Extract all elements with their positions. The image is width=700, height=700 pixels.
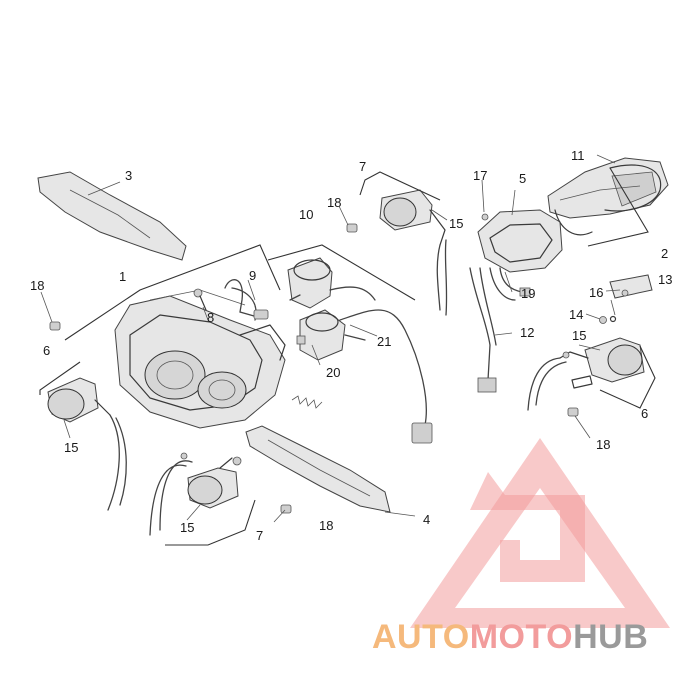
bulb-18-d: [567, 407, 579, 417]
callout-10: 10: [299, 207, 313, 222]
brand-hub: HUB: [573, 618, 648, 656]
group-bracket-7-top: [359, 171, 441, 201]
bulb-socket: [296, 309, 433, 444]
callout-18-right: 18: [596, 437, 610, 452]
watermark-logo: [410, 438, 670, 628]
turn-signal-bottom: [149, 452, 242, 536]
nut-and-washer: [599, 315, 617, 324]
callout-7-top: 7: [359, 159, 366, 174]
headlight-assembly: [114, 287, 286, 429]
bulb-18-c: [280, 504, 292, 514]
callout-14: 14: [569, 307, 583, 322]
callout-21: 21: [377, 334, 391, 349]
group-bracket-1: [64, 244, 281, 341]
tail-light-lens: [547, 157, 669, 236]
callout-5: 5: [519, 171, 526, 186]
bulb-holder-group: [287, 257, 376, 309]
callout-4: 4: [423, 512, 430, 527]
callout-17: 17: [473, 168, 487, 183]
callout-15-bottom: 15: [180, 520, 194, 535]
leader-lines: [40, 154, 621, 523]
group-bracket-7-bottom: [165, 499, 256, 546]
callout-7-bottom: 7: [256, 528, 263, 543]
callout-18-bottom: 18: [319, 518, 333, 533]
callout-3: 3: [125, 168, 132, 183]
license-plate-bracket: [609, 274, 653, 299]
callout-13: 13: [658, 272, 672, 287]
turn-signal-top: [379, 189, 448, 316]
callout-19: 19: [521, 286, 535, 301]
turn-signal-left: [47, 377, 127, 511]
brand-auto: AUTO: [372, 618, 470, 656]
callout-12: 12: [520, 325, 534, 340]
callout-18-left: 18: [30, 278, 44, 293]
svg-text:AUTOMOTOHUB: AUTOMOTOHUB: [372, 618, 648, 656]
watermark-wordmark: AUTOMOTOHUB: [372, 618, 648, 656]
cover-panel-lower: [245, 425, 391, 513]
spring: [291, 395, 323, 409]
callout-11: 11: [571, 148, 585, 163]
callout-1: 1: [119, 269, 126, 284]
callout-15-top: 15: [449, 216, 463, 231]
brand-moto: MOTO: [470, 618, 573, 656]
bulb-18-b: [346, 223, 358, 233]
group-bracket-6-left: [39, 361, 81, 395]
turn-signal-right: [527, 337, 645, 411]
bulb-18-a: [49, 321, 61, 331]
screw: [193, 288, 207, 311]
group-bracket-10: [267, 244, 416, 301]
group-bracket-2: [587, 167, 649, 247]
callout-15-right: 15: [572, 328, 586, 343]
group-bracket-6-right: [599, 345, 656, 409]
callout-8: 8: [207, 310, 214, 325]
callout-6-left: 6: [43, 343, 50, 358]
callout-9: 9: [249, 268, 256, 283]
tail-light-housing: [477, 209, 563, 273]
callout-2: 2: [661, 246, 668, 261]
callout-15-left: 15: [64, 440, 78, 455]
callout-18-top: 18: [327, 195, 341, 210]
callout-6-right: 6: [641, 406, 648, 421]
tail-wiring-harness: [469, 267, 531, 393]
callout-labels: 1 2 3 4 5 6 6 7 7 8 9 10 11 12 13 14 15 …: [30, 148, 672, 543]
cover-panel-upper: [37, 171, 187, 261]
callout-20: 20: [326, 365, 340, 380]
wiring-clip: [224, 279, 269, 320]
callout-16: 16: [589, 285, 603, 300]
